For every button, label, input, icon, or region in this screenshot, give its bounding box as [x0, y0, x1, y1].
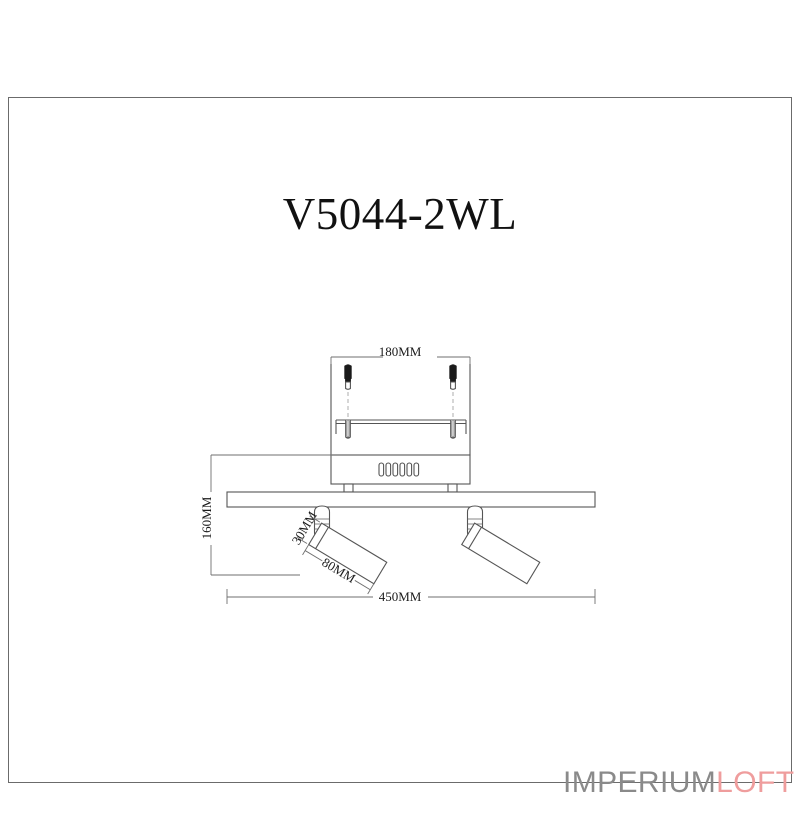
page-title: V5044-2WL: [282, 189, 518, 239]
brand-logo-primary: IMPERIUM: [562, 766, 717, 799]
brand-logo-secondary: LOFT: [716, 766, 795, 799]
brand-logo: IMPERIUMLOFT: [528, 738, 794, 828]
page-canvas: V5044-2WL .ln { stroke:#555555; stroke-w…: [8, 97, 795, 798]
